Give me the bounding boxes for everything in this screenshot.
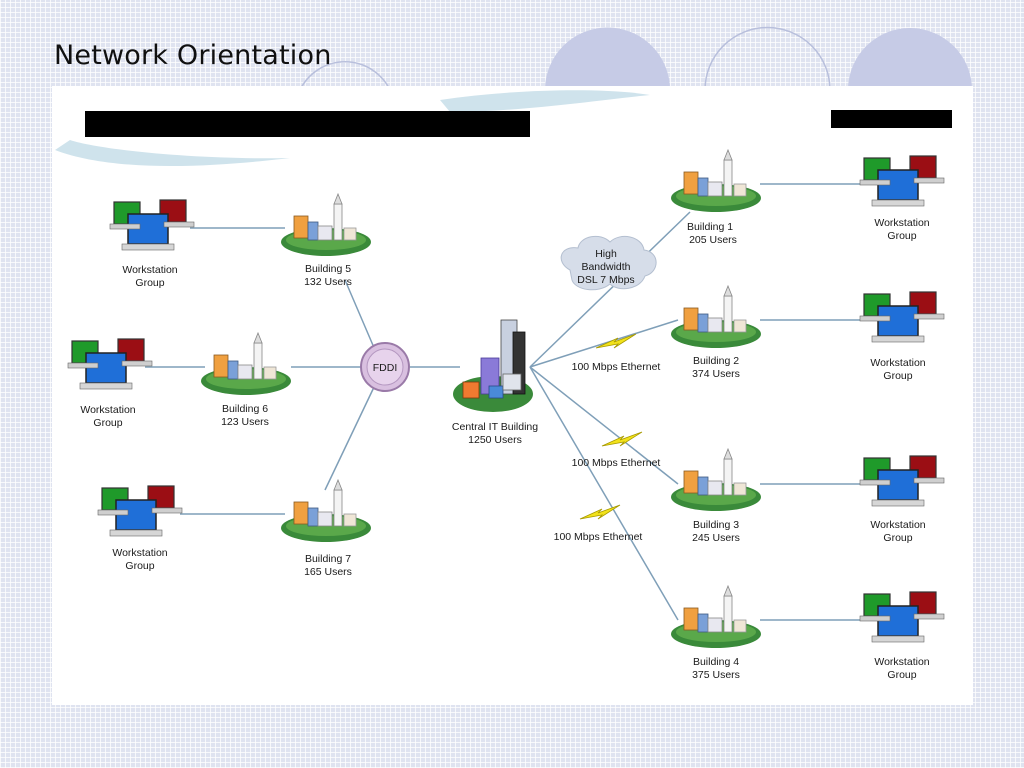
central-it-label-line2: 1250 Users [468,434,522,446]
workstation-group-icon [859,291,945,343]
cloud-label-line3: DSL 7 Mbps [577,274,634,286]
workstation-label-line1: Workstation [870,357,925,369]
ethernet-label-1: 100 Mbps Ethernet [572,361,661,373]
swoosh-left [55,140,290,167]
workstation-group-icon [109,199,195,251]
workstation-group-icon [67,338,153,390]
fddi-hub: FDDI [360,342,410,392]
workstation-label-line1: Workstation [874,217,929,229]
building-4-name: Building 4 [693,656,739,668]
workstation-label-line2: Group [125,560,154,572]
workstation-label-line2: Group [887,230,916,242]
ethernet-label-2: 100 Mbps Ethernet [572,457,661,469]
cloud-label-line1: High [595,248,617,260]
swoosh-top [440,90,650,112]
ethernet-bolt-icon [595,333,637,349]
building-3-icon [670,448,762,512]
building-6-name: Building 6 [222,403,268,415]
workstation-label-line1: Workstation [870,519,925,531]
building-4-users: 375 Users [692,669,740,681]
workstation-group-icon [859,591,945,643]
workstation-label-line2: Group [135,277,164,289]
workstation-group-icon [859,455,945,507]
building-1-icon [670,149,762,213]
building-2-icon [670,285,762,349]
workstation-label-line2: Group [883,532,912,544]
background-arches [299,26,972,90]
redacted-bar-left [85,111,530,137]
building-6-users: 123 Users [221,416,269,428]
building-5-users: 132 Users [304,276,352,288]
workstation-label-line1: Workstation [80,404,135,416]
building-7-name: Building 7 [305,553,351,565]
workstation-label-line1: Workstation [874,656,929,668]
building-5-icon [280,193,372,257]
ethernet-bolt-icon [601,431,643,447]
workstation-group-icon [859,155,945,207]
workstation-label-line2: Group [887,669,916,681]
workstation-label-line1: Workstation [112,547,167,559]
building-2-name: Building 2 [693,355,739,367]
dsl-cloud-icon [560,235,657,291]
building-4-icon [670,585,762,649]
redacted-bar-right [831,110,952,128]
building-3-users: 245 Users [692,532,740,544]
workstation-label-line1: Workstation [122,264,177,276]
cloud-label-line2: Bandwidth [581,261,630,273]
central-it-label-line1: Central IT Building [452,421,538,433]
building-1-users: 205 Users [689,234,737,246]
building-1-name: Building 1 [687,221,733,233]
workstation-label-line2: Group [883,370,912,382]
building-6-icon [200,332,292,396]
building-3-name: Building 3 [693,519,739,531]
building-2-users: 374 Users [692,368,740,380]
fddi-label: FDDI [373,362,398,374]
ethernet-label-3: 100 Mbps Ethernet [554,531,643,543]
network-links [145,183,865,621]
workstation-group-icon [97,485,183,537]
building-5-name: Building 5 [305,263,351,275]
building-7-users: 165 Users [304,566,352,578]
slide-title: Network Orientation [54,40,332,71]
central-it-building-icon [453,319,533,412]
workstation-label-line2: Group [93,417,122,429]
